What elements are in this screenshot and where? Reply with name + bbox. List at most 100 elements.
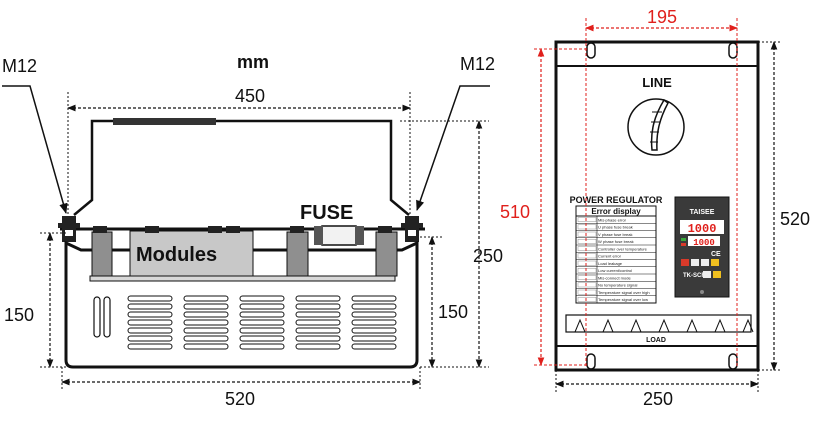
mount-hole-bottom-right-icon bbox=[728, 353, 738, 370]
mount-hole-bottom-left-icon bbox=[586, 353, 596, 370]
display-bottom-value: 1000 bbox=[693, 238, 715, 248]
side-view: LINE POWER REGULATOR Error display Mis-p… bbox=[500, 7, 810, 409]
vent-grille bbox=[127, 295, 397, 350]
panel-title: POWER REGULATOR bbox=[570, 195, 663, 205]
error-code-cell bbox=[577, 217, 597, 222]
vent-slot bbox=[239, 303, 285, 310]
module-post-1 bbox=[91, 231, 113, 277]
handle-frame bbox=[73, 119, 410, 216]
cable-entry-icon bbox=[627, 98, 685, 156]
error-code-cell bbox=[577, 260, 597, 266]
front-view: mm M12 M12 450 bbox=[2, 52, 503, 409]
key-button-4 bbox=[711, 259, 719, 266]
dim-left-height: 150 bbox=[4, 305, 34, 325]
bolt-leader-right bbox=[416, 85, 490, 211]
mount-hole-top-right-icon bbox=[728, 42, 738, 59]
error-row-label: No temperature signal bbox=[598, 283, 637, 288]
modules-label: Modules bbox=[136, 244, 217, 266]
error-code-cell bbox=[577, 268, 597, 273]
module-post-3 bbox=[375, 231, 398, 277]
vent-slot bbox=[127, 295, 173, 302]
error-code-cell bbox=[577, 239, 597, 244]
vent-slot bbox=[239, 327, 285, 334]
vent-slot bbox=[183, 343, 229, 350]
error-code-cell bbox=[577, 224, 597, 230]
line-label: LINE bbox=[642, 75, 672, 90]
vent-slot bbox=[295, 311, 341, 318]
key-button-1 bbox=[681, 259, 689, 266]
terminal-1 bbox=[93, 226, 107, 233]
error-row-label: Mis-connect mode bbox=[598, 275, 631, 280]
mount-hole-top-left-icon bbox=[586, 42, 596, 59]
vent-slot bbox=[239, 319, 285, 326]
load-terminal-tick bbox=[658, 318, 670, 333]
vent-slot bbox=[183, 335, 229, 342]
module-block bbox=[129, 230, 254, 277]
dim-side-height: 520 bbox=[780, 209, 810, 229]
vent-slot bbox=[351, 303, 397, 310]
terminal-2 bbox=[145, 226, 159, 233]
vent-slot bbox=[183, 295, 229, 302]
error-code-cell bbox=[577, 231, 597, 237]
load-terminal-tick bbox=[574, 318, 586, 333]
error-code-cell bbox=[577, 282, 597, 288]
load-terminal-tick bbox=[630, 318, 642, 333]
vent-slot bbox=[295, 327, 341, 334]
terminal-4 bbox=[226, 226, 240, 233]
terminal-6 bbox=[378, 226, 392, 233]
key-button-6 bbox=[713, 271, 721, 278]
key-button-2 bbox=[691, 259, 699, 266]
indicator-led-green bbox=[681, 238, 686, 241]
vent-slot bbox=[183, 319, 229, 326]
vent-slot-vertical bbox=[93, 296, 111, 338]
error-code-cell bbox=[577, 289, 597, 295]
error-code-cell bbox=[577, 275, 597, 280]
error-row-label: V phase fuse break bbox=[598, 232, 632, 237]
display-top-frame bbox=[680, 220, 724, 234]
error-row-label: Controller over temperature bbox=[598, 246, 648, 251]
vent-slot bbox=[127, 319, 173, 326]
vent-slot bbox=[127, 311, 173, 318]
vent-slot bbox=[295, 303, 341, 310]
vent-slot bbox=[183, 327, 229, 334]
bolt-right-icon bbox=[401, 216, 423, 242]
ce-mark: CE bbox=[711, 251, 721, 258]
vent-slot bbox=[351, 295, 397, 302]
controller-body bbox=[674, 196, 730, 298]
load-terminal-tick bbox=[602, 318, 614, 333]
bolt-leader-left bbox=[2, 85, 68, 215]
vent-slot bbox=[351, 327, 397, 334]
dim-top-width: 450 bbox=[235, 86, 265, 106]
terminal-3 bbox=[208, 226, 222, 233]
vent-slot bbox=[127, 343, 173, 350]
error-row-label: W phase fuse break bbox=[598, 239, 634, 244]
terminal-5 bbox=[290, 226, 304, 233]
controller-brand: TAISEE bbox=[690, 209, 715, 216]
dim-side-width: 250 bbox=[643, 389, 673, 409]
load-terminal-strip bbox=[565, 314, 752, 333]
load-terminals bbox=[574, 318, 754, 333]
vent-slot bbox=[239, 343, 285, 350]
panel-subtitle: Error display bbox=[591, 207, 641, 216]
error-code-cell bbox=[577, 297, 597, 302]
vent-slot bbox=[351, 343, 397, 350]
chassis-rail bbox=[89, 275, 396, 282]
load-terminal-tick bbox=[686, 318, 698, 333]
dim-right-height: 150 bbox=[438, 302, 468, 322]
vent-slot bbox=[295, 319, 341, 326]
vent-slot bbox=[295, 295, 341, 302]
error-row-label: Temperature signal over low bbox=[598, 297, 648, 302]
error-row-label: Load leakage bbox=[598, 261, 623, 266]
load-terminal-tick bbox=[742, 318, 754, 333]
vent-slot bbox=[351, 311, 397, 318]
module-post-2 bbox=[286, 231, 309, 277]
vent-slot bbox=[183, 303, 229, 310]
load-label: LOAD bbox=[646, 337, 666, 344]
vent-slot bbox=[127, 303, 173, 310]
error-row-label: Mis-phase error bbox=[598, 217, 627, 222]
fuse-label: FUSE bbox=[300, 202, 353, 224]
dim-hole-spacing: 195 bbox=[647, 7, 677, 27]
